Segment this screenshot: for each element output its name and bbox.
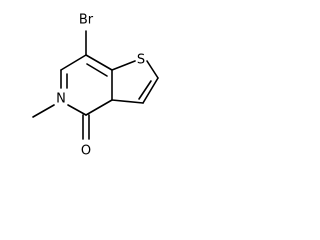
atom-label-bromine: Br — [79, 13, 94, 28]
bond-c3-c3a — [111, 99, 144, 104]
bond-c7-c6 — [60, 54, 87, 71]
bond-c2-c3-inner — [138, 80, 152, 100]
atom-label-sulfur: S — [137, 53, 145, 68]
atom-label-oxygen: O — [81, 144, 91, 159]
atom-label-nitrogen: N — [56, 92, 66, 107]
bond-c7a-s — [111, 60, 136, 71]
bonds — [32, 30, 159, 140]
molecule-structure: Br S N O — [32, 13, 159, 159]
bond-c4-c3a — [85, 99, 113, 116]
atom-labels: Br S N O — [56, 13, 145, 159]
bond-c2-c3 — [142, 77, 159, 104]
bond-c7a-c7-inner — [86, 63, 108, 77]
bond-c7a-c7 — [85, 54, 113, 71]
bond-n5-methyl — [32, 104, 55, 118]
bond-n5-c4 — [67, 104, 87, 116]
bond-s-c2 — [146, 60, 159, 79]
